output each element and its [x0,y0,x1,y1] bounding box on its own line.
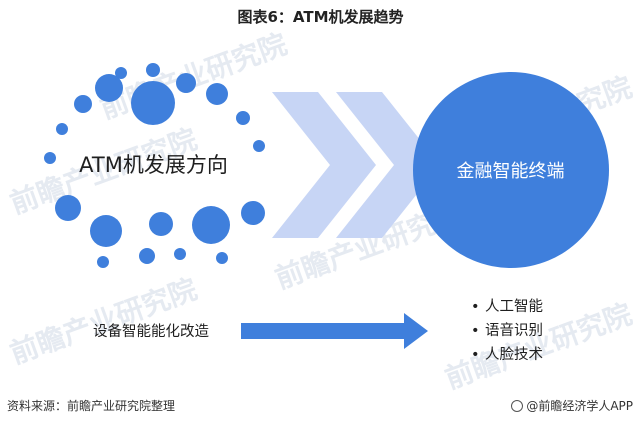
device-upgrade-label: 设备智能能化改造 [93,324,209,340]
list-item: •语音识别 [471,323,543,339]
technology-list: •人工智能 •语音识别 •人脸技术 [471,295,543,367]
ring-dot [55,195,81,221]
ring-dot [174,248,186,260]
diagram-title: 图表6：ATM机发展趋势 [237,8,404,26]
ring-dot [90,215,122,247]
source-note: 资料来源：前瞻产业研究院整理 [7,399,176,413]
list-item: •人工智能 [471,299,543,315]
ring-dot [216,252,228,264]
list-item: •人脸技术 [471,347,543,363]
atm-direction-label: ATM机发展方向 [79,153,228,177]
ring-dot [44,152,56,164]
ring-dot [149,212,173,236]
brand-logo-icon [511,400,524,412]
ring-dot [56,123,68,135]
bottom-arrow [241,313,428,349]
ring-dot [176,73,196,93]
ring-dot [236,111,250,125]
ring-dot [253,140,265,152]
ring-dot [97,256,109,268]
financial-terminal-label: 金融智能终端 [456,161,565,182]
ring-dot [139,248,155,264]
brand-credit: @前瞻经济学人APP [511,397,633,414]
ring-dot [206,83,228,105]
ring-dot [74,95,92,113]
chevron-1 [272,92,376,238]
ring-dot [115,67,127,79]
ring-dot [241,201,265,225]
ring-dot [146,63,160,77]
terminal-circle [413,72,609,268]
ring-dot [131,81,175,125]
ring-dot [95,74,123,102]
ring-dot [192,206,230,244]
dot-ring [44,63,265,268]
